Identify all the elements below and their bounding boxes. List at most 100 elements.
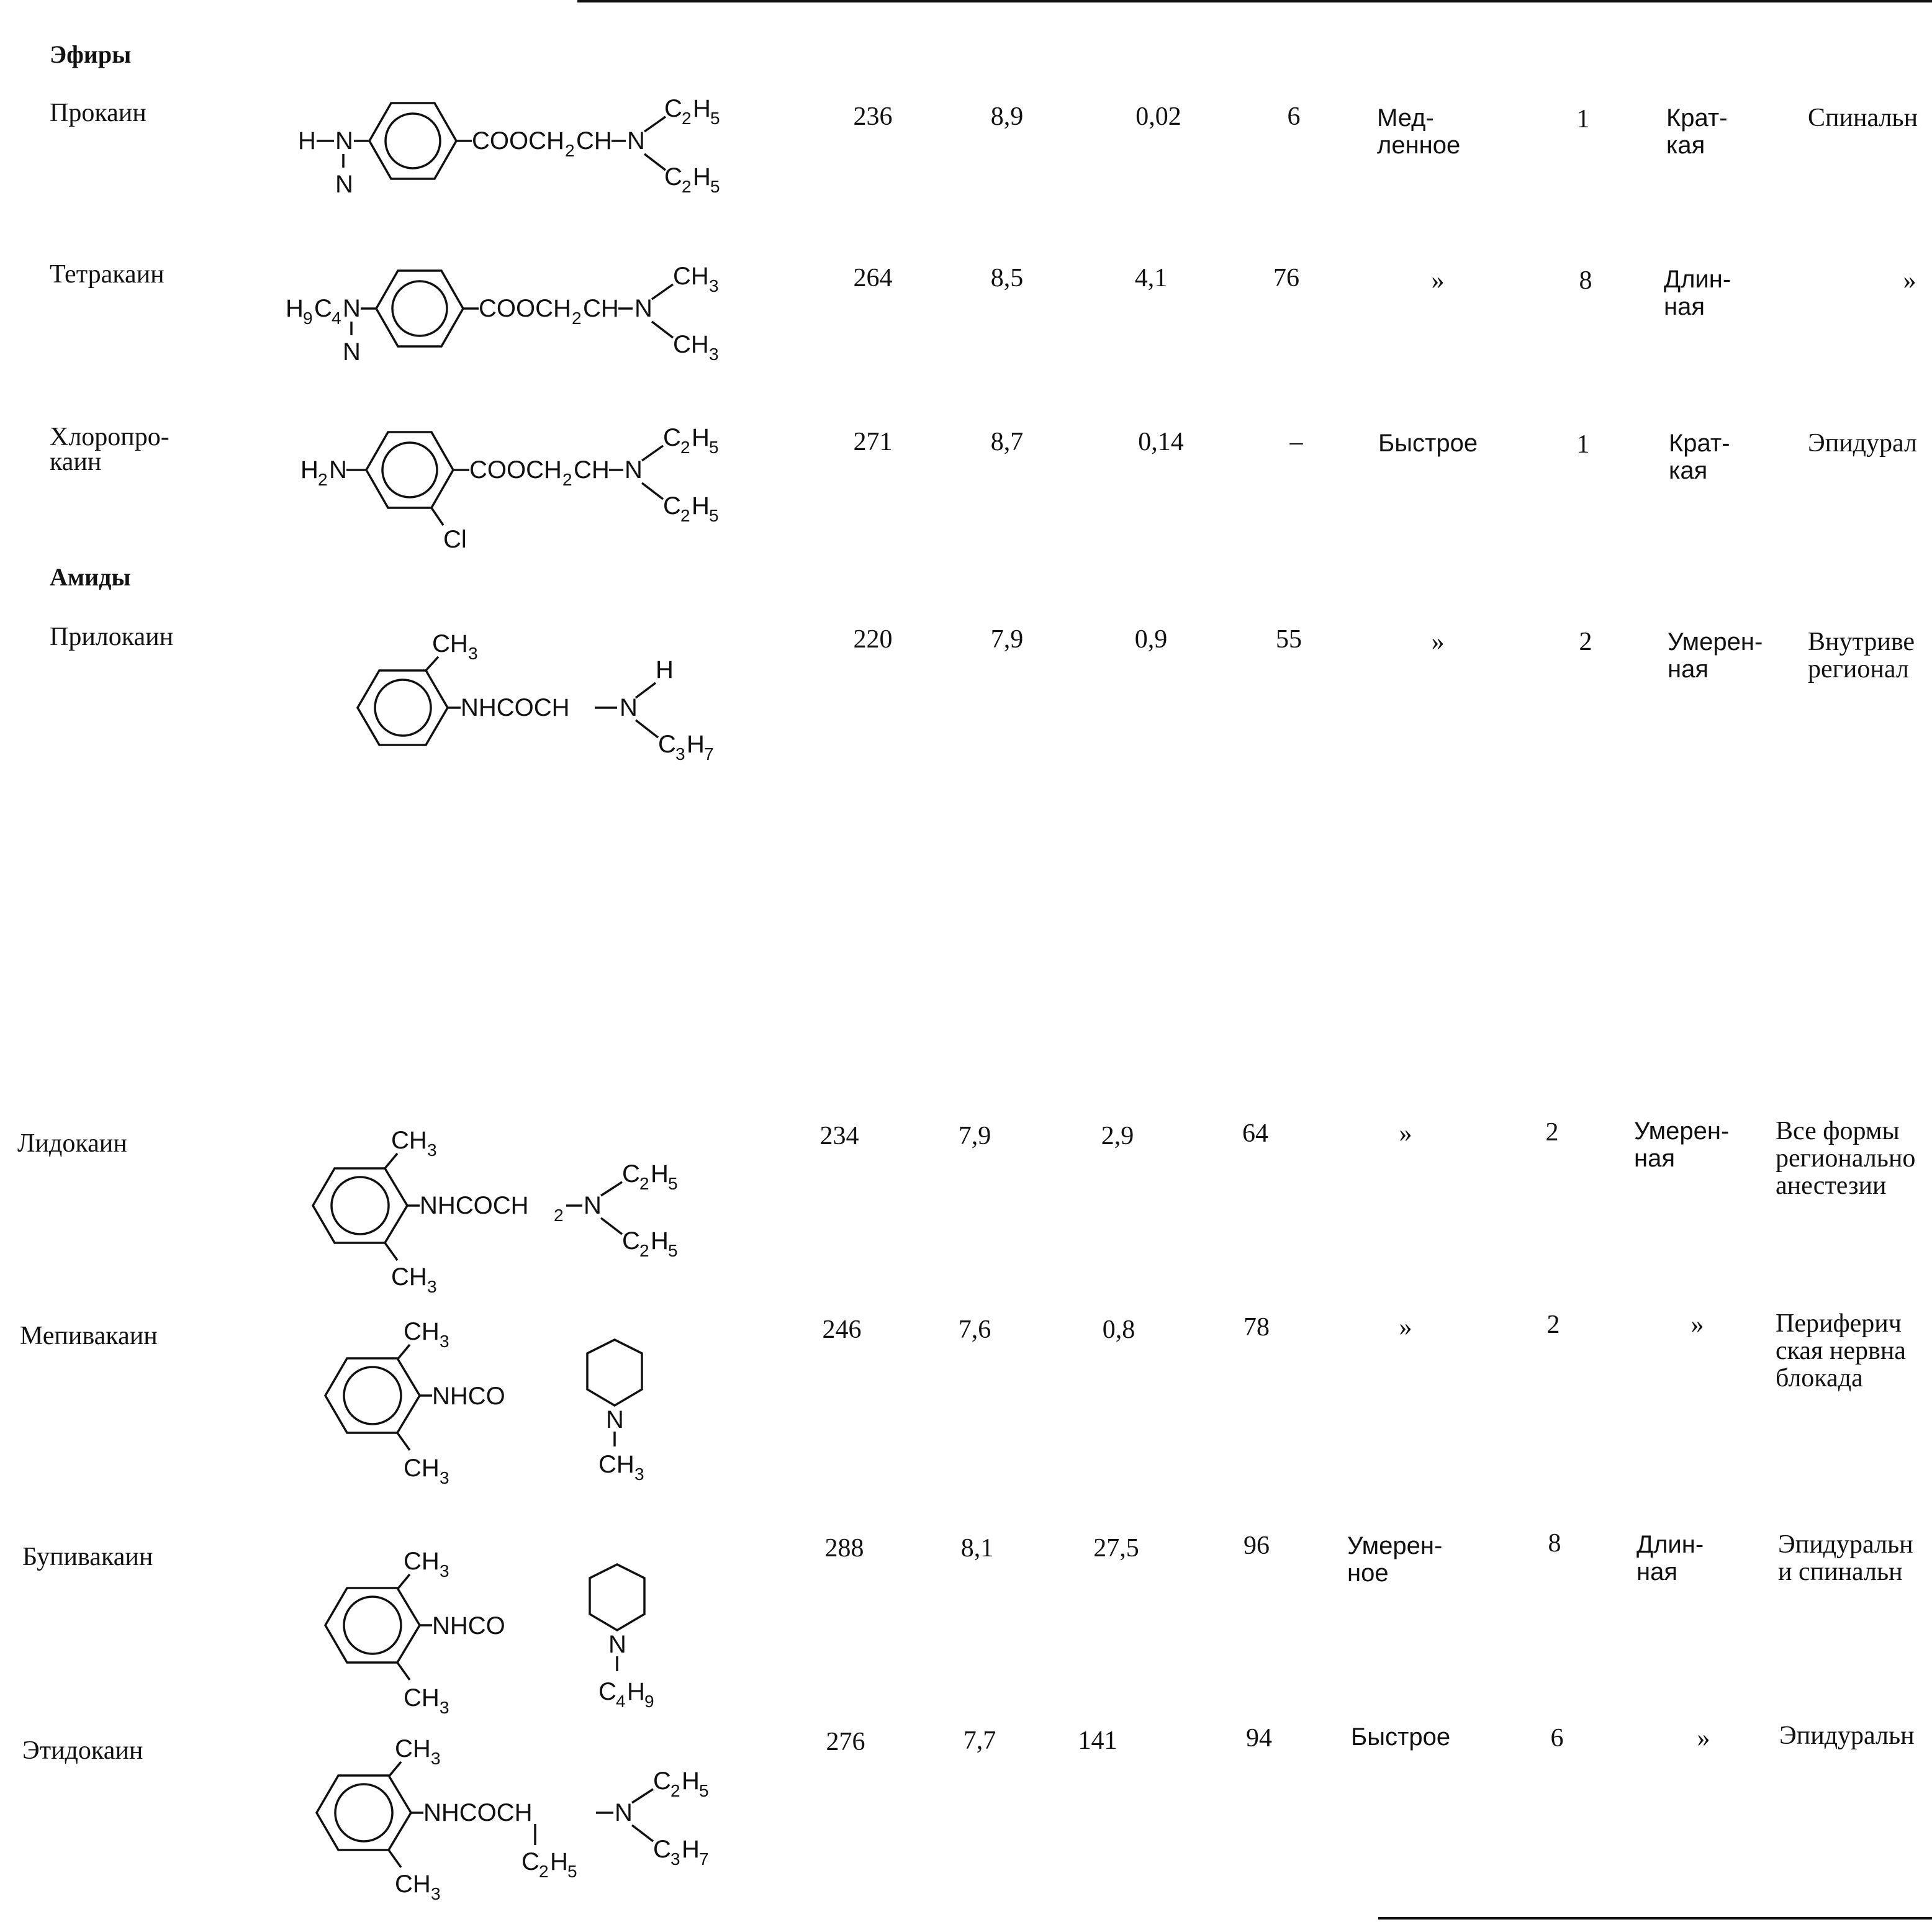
svg-text:N: N [608, 1631, 626, 1658]
svg-text:N: N [634, 295, 652, 322]
svg-text:2: 2 [572, 309, 582, 328]
row-name-lidocaine: Лидокаин [17, 1129, 127, 1158]
svg-text:5: 5 [668, 1241, 678, 1260]
row-use-etidocaine: Эпидуральн [1779, 1721, 1915, 1750]
svg-text:N: N [343, 295, 361, 322]
svg-text:CH: CH [395, 1870, 431, 1898]
row-binding-mepivacaine: 78 [1244, 1313, 1270, 1342]
row-use-lidocaine: Все формы регионально анестезии [1776, 1117, 1916, 1200]
svg-text:H: H [627, 1678, 645, 1705]
svg-text:CH: CH [391, 1263, 427, 1291]
row-duration-lidocaine: Умерен- ная [1634, 1117, 1730, 1172]
svg-text:N: N [329, 456, 347, 484]
svg-text:NHCOCH: NHCOCH [461, 694, 570, 721]
svg-text:CH: CH [404, 1684, 440, 1712]
svg-text:CH: CH [404, 1455, 440, 1482]
svg-text:COOCH: COOCH [479, 295, 571, 322]
svg-text:3: 3 [709, 345, 719, 364]
row-pka-chloroprocaine: 8,7 [990, 428, 1024, 456]
row-solubility-chloroprocaine: 0,14 [1138, 428, 1184, 456]
svg-text:CH: CH [404, 1318, 440, 1345]
row-binding-tetracaine: 76 [1273, 264, 1299, 292]
svg-text:2: 2 [565, 141, 575, 160]
svg-text:CH: CH [432, 630, 468, 657]
svg-text:H: H [693, 95, 711, 122]
svg-text:2: 2 [680, 506, 690, 525]
svg-text:C: C [664, 163, 682, 191]
row-use-bupivacaine: Эпидуральн и спинальн [1778, 1530, 1913, 1586]
row-onset-tetracaine: » [1431, 266, 1445, 295]
svg-text:2: 2 [682, 177, 692, 196]
svg-text:C: C [664, 95, 682, 122]
svg-text:3: 3 [427, 1277, 437, 1296]
svg-text:N: N [625, 456, 643, 484]
row-pka-lidocaine: 7,9 [958, 1122, 991, 1150]
row-duration-procaine: Крат- кая [1666, 104, 1728, 159]
row-binding-chloroprocaine: – [1289, 428, 1303, 456]
svg-text:5: 5 [567, 1862, 577, 1881]
row-solubility-tetracaine: 4,1 [1134, 264, 1168, 292]
row-solubility-procaine: 0,02 [1135, 102, 1181, 131]
svg-text:N: N [335, 127, 353, 155]
svg-text:CH: CH [598, 1451, 634, 1478]
svg-text:H: H [300, 456, 318, 484]
row-binding-procaine: 6 [1287, 102, 1301, 131]
svg-text:2: 2 [670, 1781, 680, 1800]
row-duration-prilocaine: Умерен- ная [1668, 628, 1763, 683]
row-pka-bupivacaine: 8,1 [960, 1534, 994, 1563]
svg-text:3: 3 [440, 1332, 449, 1351]
row-name-etidocaine: Этидокаин [22, 1736, 143, 1765]
row-potency-tetracaine: 8 [1579, 266, 1592, 295]
row-mw-procaine: 236 [853, 102, 893, 131]
svg-text:NHCOCH: NHCOCH [420, 1192, 529, 1219]
svg-text:H: H [692, 492, 710, 520]
svg-text:C: C [663, 424, 681, 451]
bottom-rule [1378, 1917, 1932, 1920]
svg-text:CH: CH [583, 295, 619, 322]
row-duration-bupivacaine: Длин- ная [1636, 1531, 1704, 1586]
svg-text:CH: CH [576, 127, 612, 155]
svg-text:C: C [521, 1848, 539, 1875]
svg-text:NHCO: NHCO [432, 1612, 505, 1640]
svg-text:C: C [314, 295, 332, 322]
svg-text:H: H [687, 731, 705, 758]
row-pka-etidocaine: 7,7 [963, 1726, 996, 1755]
row-solubility-prilocaine: 0,9 [1134, 625, 1168, 654]
svg-text:3: 3 [468, 644, 478, 663]
row-duration-tetracaine: Длин- ная [1664, 266, 1731, 320]
svg-text:H: H [682, 1767, 700, 1795]
svg-text:7: 7 [699, 1849, 709, 1869]
row-use-prilocaine: Внутриве регионал [1808, 628, 1915, 684]
svg-text:H: H [286, 295, 304, 322]
row-potency-mepivacaine: 2 [1546, 1311, 1560, 1339]
row-name-prilocaine: Прилокаин [50, 623, 174, 651]
row-potency-bupivacaine: 8 [1548, 1529, 1561, 1558]
svg-text:H: H [298, 127, 316, 155]
row-name-bupivacaine: Бупивакаин [22, 1543, 153, 1571]
svg-text:3: 3 [431, 1884, 441, 1903]
row-pka-tetracaine: 8,5 [990, 264, 1024, 292]
row-binding-lidocaine: 64 [1242, 1119, 1268, 1148]
svg-text:5: 5 [710, 109, 720, 128]
svg-text:Cl: Cl [443, 526, 467, 553]
row-name-mepivacaine: Мепивакаин [20, 1322, 158, 1350]
row-duration-mepivacaine: » [1690, 1311, 1704, 1339]
svg-text:C: C [598, 1678, 616, 1705]
row-onset-etidocaine: Быстрое [1351, 1723, 1451, 1751]
row-mw-bupivacaine: 288 [824, 1534, 864, 1563]
row-solubility-bupivacaine: 27,5 [1093, 1534, 1139, 1563]
svg-text:5: 5 [699, 1781, 709, 1800]
svg-text:COOCH: COOCH [469, 456, 562, 484]
svg-text:3: 3 [440, 1698, 449, 1717]
svg-text:5: 5 [709, 438, 719, 457]
row-use-procaine: Спинальн [1808, 104, 1918, 132]
row-potency-lidocaine: 2 [1545, 1118, 1559, 1147]
svg-text:3: 3 [427, 1140, 437, 1160]
svg-text:3: 3 [440, 1561, 449, 1581]
svg-text:CH: CH [404, 1548, 440, 1575]
svg-text:2: 2 [639, 1174, 649, 1193]
svg-text:9: 9 [303, 309, 313, 328]
row-name-chloroprocaine: Хлоропро- каин [50, 423, 169, 476]
